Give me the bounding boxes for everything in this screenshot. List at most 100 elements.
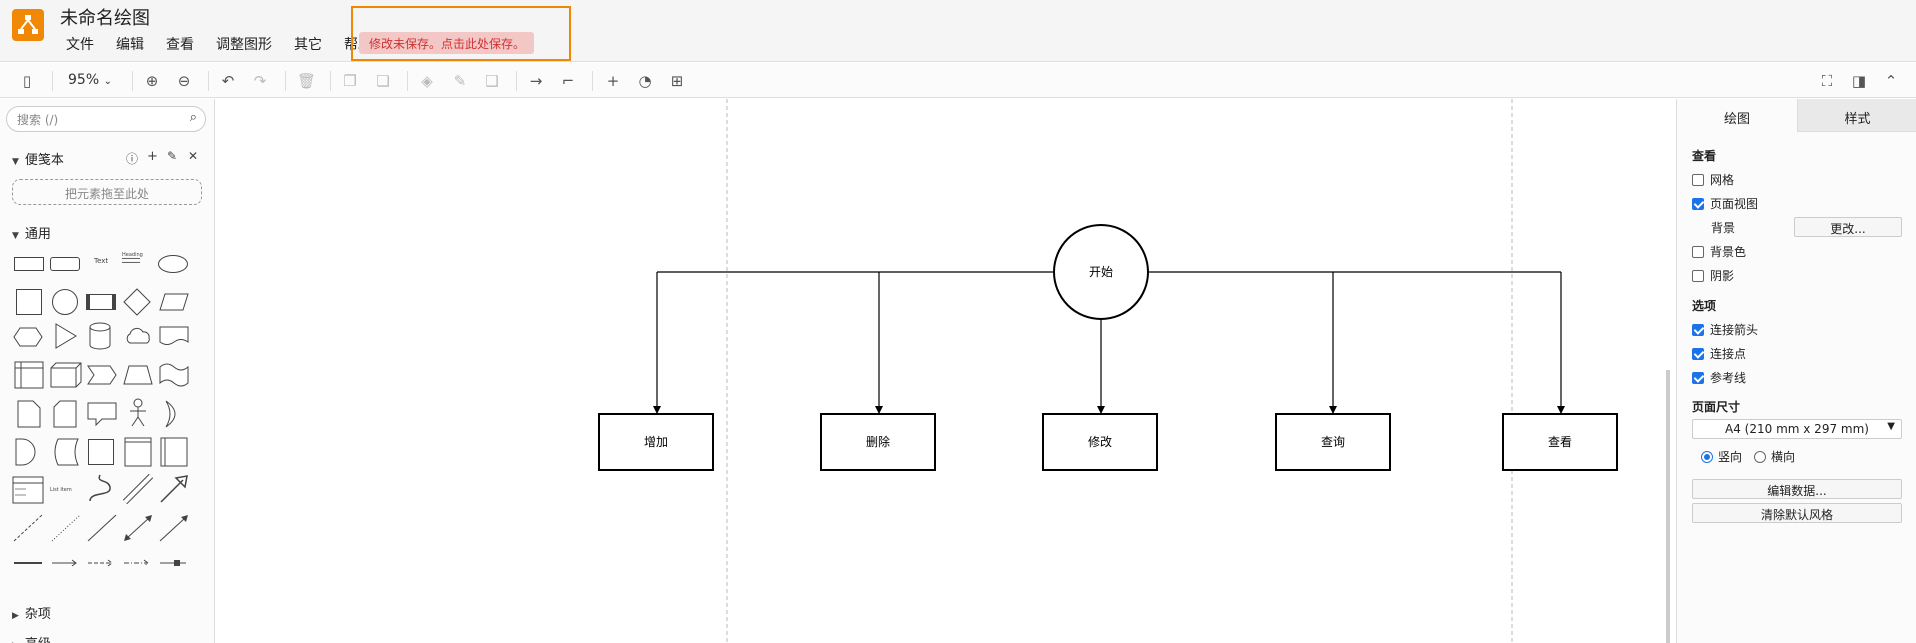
- shape-swimlane[interactable]: [160, 437, 188, 467]
- shape-arrow[interactable]: [158, 473, 190, 505]
- shapes-icon[interactable]: ◔: [638, 72, 652, 90]
- landscape-radio-dot[interactable]: [1754, 451, 1766, 463]
- search-icon[interactable]: ⌕: [189, 110, 197, 125]
- shape-dotted-line[interactable]: [50, 513, 82, 543]
- shape-triangle[interactable]: [52, 322, 78, 350]
- shape-text[interactable]: Text: [94, 257, 109, 265]
- shape-bidirectional-arrow[interactable]: [122, 473, 154, 505]
- drawing-canvas[interactable]: 开始 增加 删除 修改 查询 查看: [216, 99, 1668, 643]
- scratchpad-add-icon[interactable]: +: [147, 149, 158, 164]
- shape-card[interactable]: [52, 399, 78, 429]
- portrait-radio-dot[interactable]: [1701, 451, 1713, 463]
- insert-plus-icon[interactable]: +: [606, 72, 620, 90]
- canvas-scrollbar[interactable]: [1666, 370, 1670, 643]
- shape-step[interactable]: [86, 364, 118, 386]
- scratchpad-header[interactable]: ▼便笺本: [12, 149, 64, 168]
- undo-icon[interactable]: ↶: [221, 72, 235, 90]
- shape-note[interactable]: [16, 399, 42, 429]
- shape-rectangle[interactable]: [14, 257, 44, 271]
- shape-list[interactable]: [12, 476, 44, 504]
- shadow-icon[interactable]: ❑: [485, 72, 499, 90]
- scratchpad-close-icon[interactable]: ✕: [188, 149, 199, 163]
- shape-frame[interactable]: [124, 437, 152, 467]
- guides-checkbox[interactable]: 参考线: [1692, 369, 1746, 386]
- shape-directional-line[interactable]: [158, 513, 190, 543]
- collapse-chevron-up-icon[interactable]: ⌃: [1884, 72, 1898, 90]
- to-front-icon[interactable]: ❐: [343, 72, 357, 90]
- menu-view[interactable]: 查看: [166, 37, 194, 53]
- connection-arrow-icon[interactable]: →: [529, 72, 543, 90]
- shape-parallelogram[interactable]: [158, 292, 190, 312]
- format-panel-icon[interactable]: ◨: [1851, 72, 1867, 90]
- portrait-radio[interactable]: 竖向: [1701, 448, 1742, 465]
- shape-document[interactable]: [158, 325, 190, 347]
- node-query[interactable]: [1275, 413, 1391, 471]
- zoom-out-icon[interactable]: ⊖: [177, 72, 191, 90]
- landscape-radio[interactable]: 横向: [1754, 448, 1795, 465]
- page-size-select[interactable]: A4 (210 mm x 297 mm)▼: [1692, 419, 1902, 439]
- shadow-checkbox-box[interactable]: [1692, 270, 1704, 282]
- zoom-dropdown[interactable]: 95% ⌄: [68, 72, 112, 88]
- unsaved-changes-button[interactable]: 修改未保存。点击此处保存。: [359, 32, 534, 54]
- shape-square[interactable]: [16, 289, 42, 315]
- grid-checkbox[interactable]: 网格: [1692, 171, 1734, 188]
- connection-arrows-checkbox[interactable]: 连接箭头: [1692, 321, 1758, 338]
- drawio-logo-icon[interactable]: [12, 9, 44, 41]
- background-color-checkbox-box[interactable]: [1692, 246, 1704, 258]
- zoom-in-icon[interactable]: ⊕: [145, 72, 159, 90]
- shape-double-arrow-line[interactable]: [122, 513, 154, 543]
- shape-trapezoid[interactable]: [122, 364, 154, 386]
- delete-icon[interactable]: 🗑: [297, 72, 317, 90]
- menu-extras[interactable]: 其它: [294, 37, 322, 53]
- shape-actor[interactable]: [126, 397, 150, 429]
- connection-arrows-checkbox-box[interactable]: [1692, 324, 1704, 336]
- guides-checkbox-box[interactable]: [1692, 372, 1704, 384]
- shape-process[interactable]: [86, 294, 116, 310]
- shape-circle[interactable]: [52, 289, 78, 315]
- shape-diamond[interactable]: [122, 287, 152, 317]
- shape-cloud[interactable]: [122, 325, 154, 347]
- shape-list-item[interactable]: List Item: [50, 487, 72, 493]
- scratchpad-edit-icon[interactable]: ✎: [167, 149, 178, 163]
- fullscreen-icon[interactable]: ⛶: [1821, 72, 1833, 90]
- background-color-checkbox[interactable]: 背景色: [1692, 243, 1746, 260]
- shadow-checkbox[interactable]: 阴影: [1692, 267, 1734, 284]
- general-section-header[interactable]: ▼通用: [12, 223, 51, 242]
- page-view-checkbox-box[interactable]: [1692, 198, 1704, 210]
- node-modify[interactable]: [1042, 413, 1158, 471]
- shape-hexagon[interactable]: [12, 325, 44, 349]
- shape-internal-storage[interactable]: [14, 361, 44, 389]
- tab-style[interactable]: 样式: [1797, 99, 1916, 132]
- node-view[interactable]: [1502, 413, 1618, 471]
- node-add[interactable]: [598, 413, 714, 471]
- shape-line[interactable]: [86, 513, 118, 543]
- change-background-button[interactable]: 更改...: [1794, 217, 1902, 237]
- node-delete[interactable]: [820, 413, 936, 471]
- shape-curve[interactable]: [86, 473, 118, 505]
- shape-data-storage[interactable]: [50, 437, 80, 467]
- shape-cylinder[interactable]: [88, 321, 112, 351]
- document-title[interactable]: 未命名绘图: [60, 8, 150, 29]
- edit-data-button[interactable]: 编辑数据...: [1692, 479, 1902, 499]
- advanced-section-header[interactable]: ▶高级: [12, 633, 51, 643]
- shape-container[interactable]: [88, 439, 114, 465]
- to-back-icon[interactable]: ❏: [376, 72, 390, 90]
- shape-tape[interactable]: [158, 362, 190, 388]
- shape-rounded-rectangle[interactable]: [50, 257, 80, 271]
- scratchpad-help-icon[interactable]: ⓘ: [126, 152, 139, 166]
- shape-textbox[interactable]: Heading━━━━━━━━━━━━: [122, 252, 143, 266]
- tab-diagram[interactable]: 绘图: [1677, 99, 1797, 132]
- table-icon[interactable]: ⊞: [670, 72, 684, 90]
- clear-default-style-button[interactable]: 清除默认风格: [1692, 503, 1902, 523]
- shape-dashed-line[interactable]: [12, 513, 44, 543]
- grid-checkbox-box[interactable]: [1692, 174, 1704, 186]
- misc-section-header[interactable]: ▶杂项: [12, 603, 51, 622]
- start-node[interactable]: [1053, 224, 1149, 320]
- line-color-icon[interactable]: ✎: [453, 72, 467, 90]
- connection-points-checkbox-box[interactable]: [1692, 348, 1704, 360]
- shape-ellipse[interactable]: [158, 255, 188, 273]
- waypoints-icon[interactable]: ⌐: [561, 72, 575, 90]
- menu-file[interactable]: 文件: [66, 37, 94, 53]
- scratchpad-dropzone[interactable]: 把元素拖至此处: [12, 179, 202, 205]
- format-panel-toggle-icon[interactable]: ▯: [22, 72, 32, 90]
